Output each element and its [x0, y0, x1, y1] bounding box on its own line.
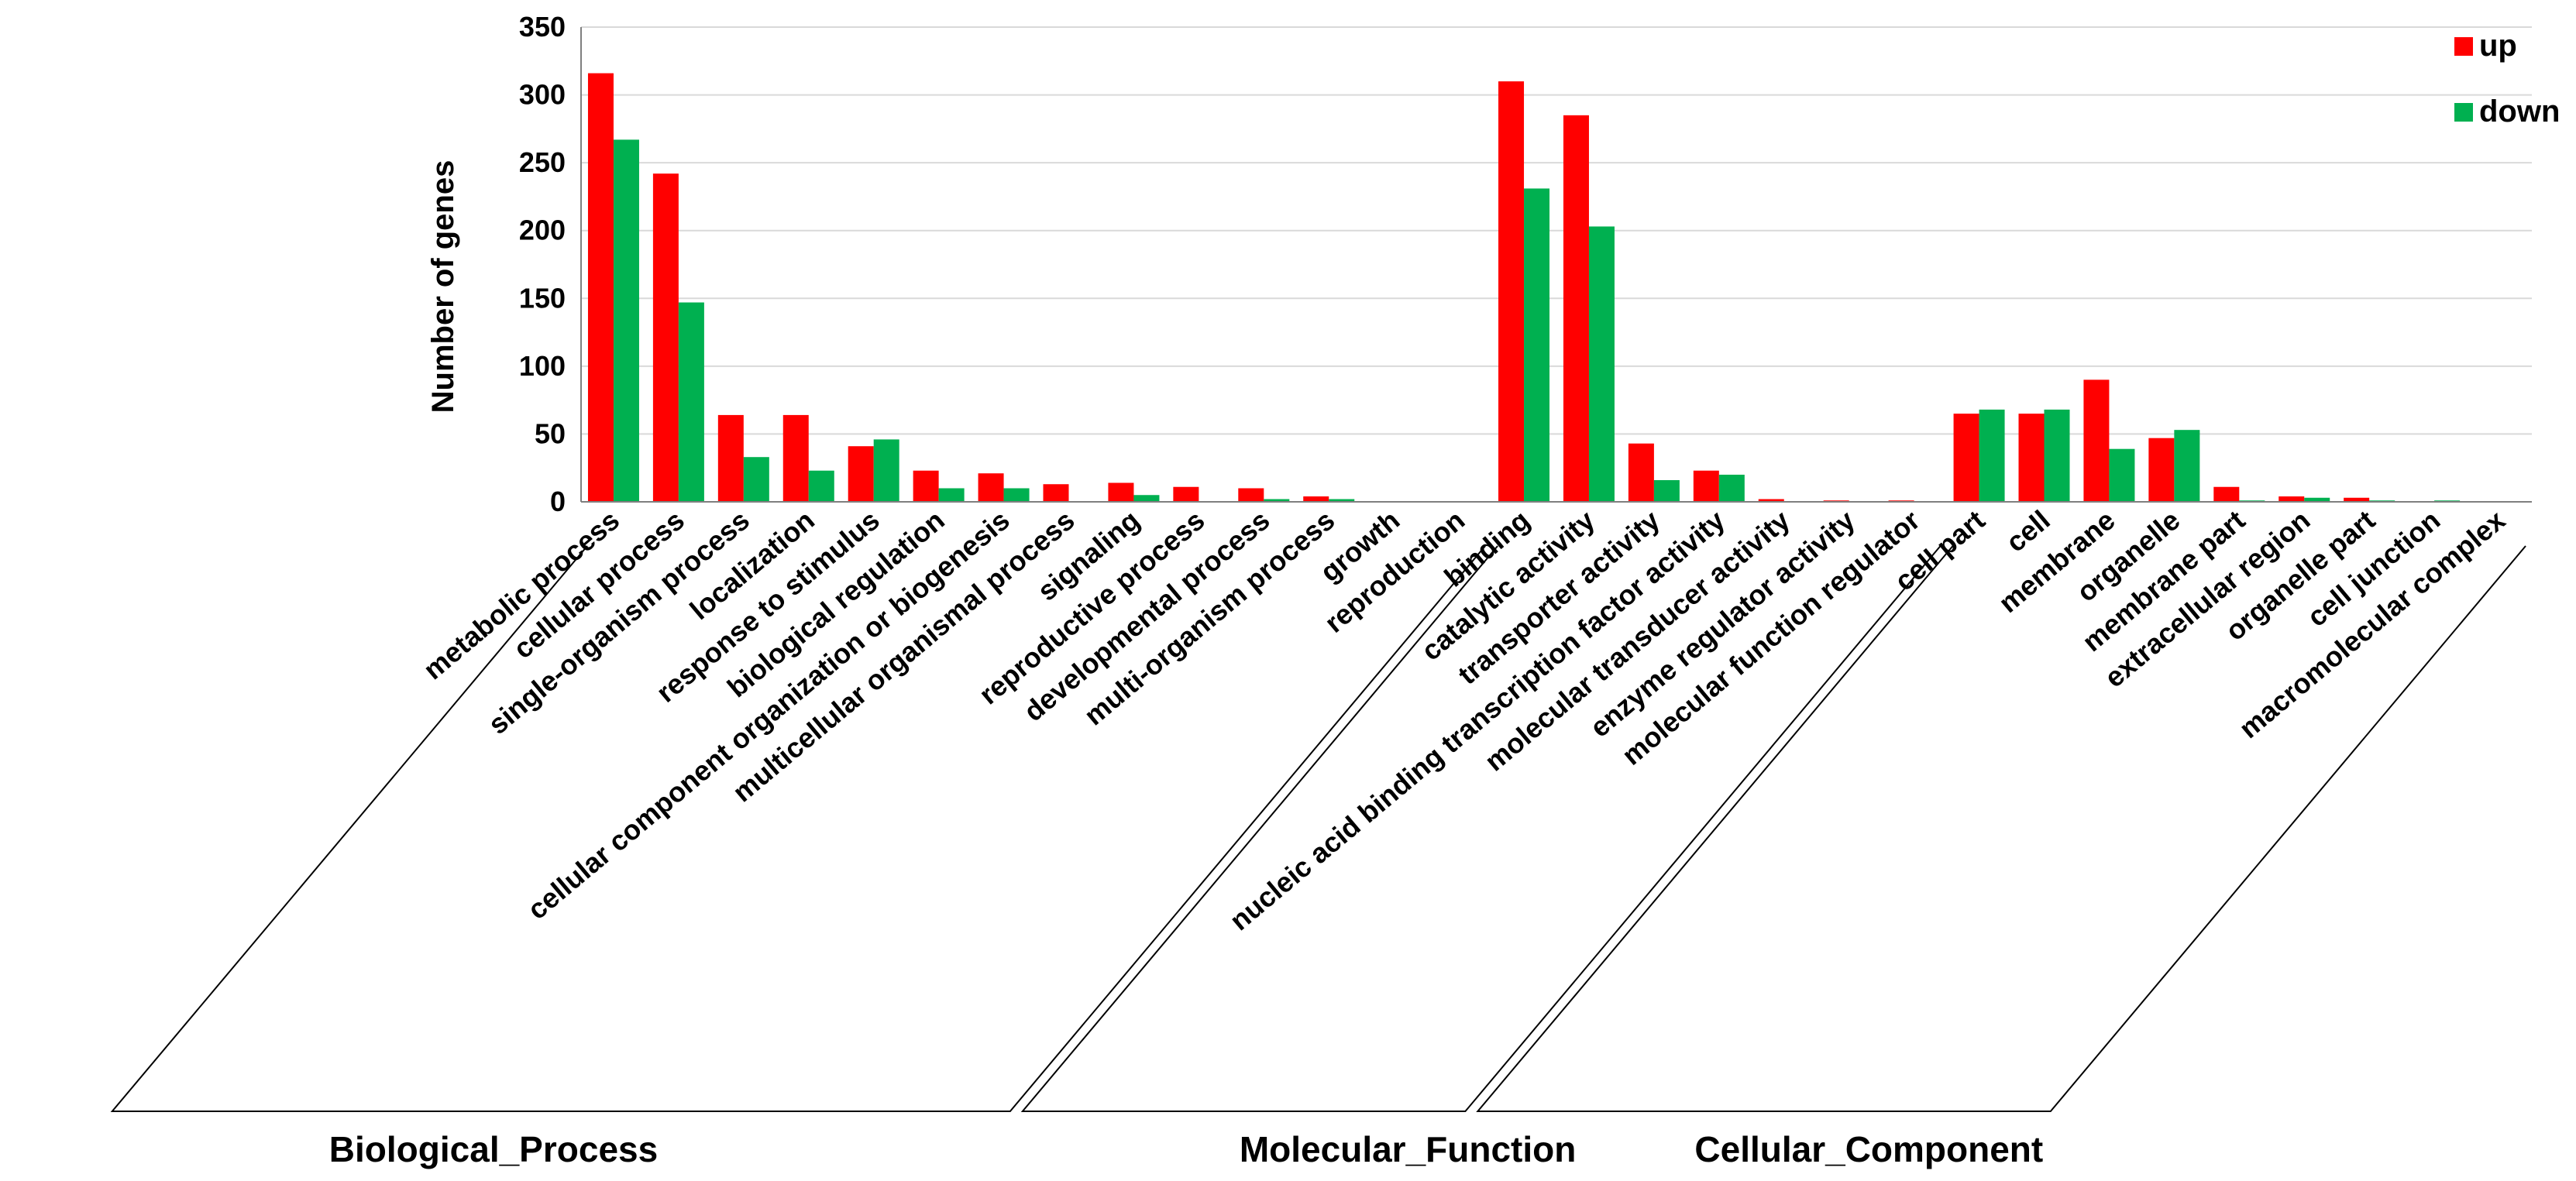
bar-up — [2213, 486, 2240, 502]
bar-up — [1693, 470, 1719, 502]
bars — [587, 73, 2461, 503]
bar-down — [2109, 448, 2135, 502]
bar-up — [2018, 414, 2045, 502]
bar-down — [873, 439, 899, 502]
legend-label-down: down — [2479, 94, 2560, 129]
bar-down — [1524, 188, 1550, 503]
bar-down — [1003, 488, 1030, 502]
bar-up — [717, 414, 744, 502]
bar-up — [2344, 497, 2370, 502]
y-axis-title: Number of genes — [426, 160, 460, 414]
y-tick-label: 200 — [519, 215, 566, 246]
group-label: Biological_Process — [329, 1129, 658, 1169]
group-label: Molecular_Function — [1240, 1129, 1576, 1169]
bar-up — [1303, 496, 1329, 502]
bar-down — [808, 470, 834, 502]
group-bracket — [1020, 545, 1941, 1112]
bar-up — [1628, 443, 1654, 502]
legend-swatch-up — [2454, 37, 2473, 56]
bar-down — [1979, 409, 2005, 502]
bar-up — [587, 73, 614, 502]
bar-down — [938, 488, 965, 502]
bar-down — [2174, 430, 2200, 502]
group-bracket — [1476, 545, 2526, 1112]
bar-down — [2044, 409, 2070, 502]
bar-up — [913, 470, 939, 502]
bar-up — [1758, 499, 1784, 502]
bar-up — [1563, 115, 1589, 503]
bar-up — [782, 414, 809, 502]
bar-up — [2148, 438, 2175, 502]
y-tick-label: 50 — [535, 417, 566, 449]
grid-lines — [581, 26, 2532, 435]
bar-up — [1043, 484, 1069, 502]
bar-up — [1953, 414, 1979, 502]
bar-down — [1718, 474, 1745, 502]
y-tick-label: 300 — [519, 79, 566, 111]
bar-up — [1498, 81, 1525, 503]
bar-down — [613, 139, 639, 502]
bar-up — [1108, 482, 1134, 502]
axes — [580, 27, 2532, 503]
y-tick-label: 150 — [519, 282, 566, 314]
legend-label-up: up — [2479, 29, 2517, 63]
bar-up — [2279, 496, 2305, 502]
legend: up down — [2454, 29, 2560, 129]
group-label: Cellular_Component — [1694, 1129, 2043, 1169]
bar-up — [652, 173, 679, 502]
bar-down — [678, 302, 704, 502]
y-tick-label: 0 — [550, 486, 566, 517]
bar-down — [1329, 499, 1355, 502]
bar-up — [848, 446, 874, 502]
y-tick-label: 250 — [519, 146, 566, 178]
bar-up — [1173, 486, 1199, 502]
bar-down — [1653, 479, 1680, 502]
y-tick-label: 350 — [519, 11, 566, 43]
bar-up — [2083, 379, 2110, 502]
bar-down — [1264, 499, 1290, 502]
bar-down — [1133, 495, 1160, 502]
y-tick-label: 100 — [519, 350, 566, 382]
bar-down — [2304, 497, 2330, 502]
bar-up — [978, 473, 1004, 502]
bar-down — [1588, 226, 1615, 502]
group-brackets: Biological_Process Molecular_Function Cell… — [110, 545, 2526, 1169]
legend-swatch-down — [2454, 103, 2473, 122]
group-bracket — [110, 545, 1486, 1112]
bar-down — [743, 457, 769, 502]
y-axis-ticks: 0 50 100 150 200 250 300 350 — [519, 11, 566, 517]
bar-up — [1238, 488, 1264, 502]
